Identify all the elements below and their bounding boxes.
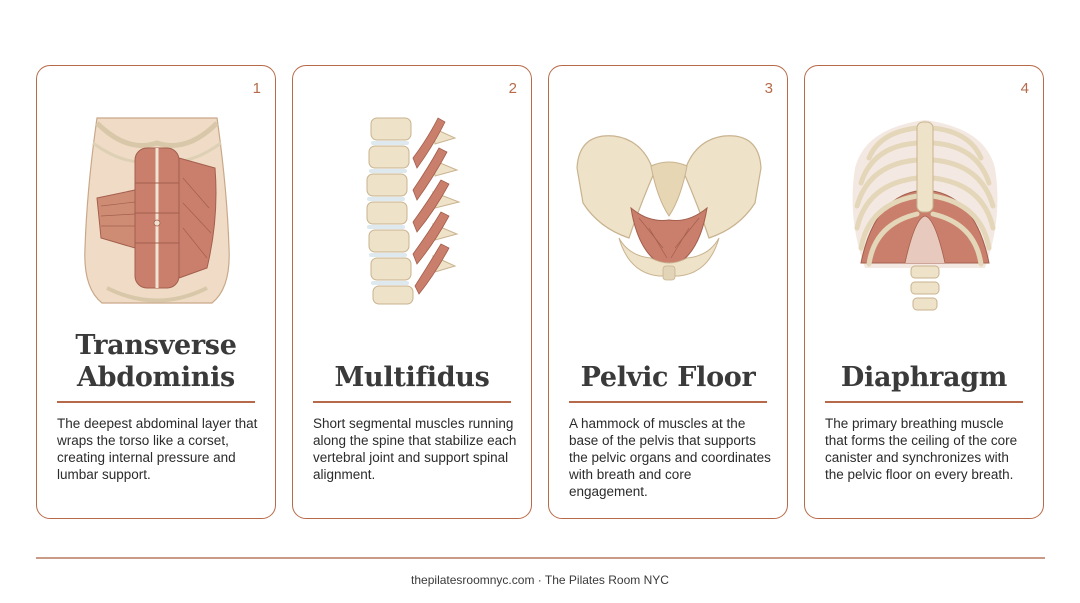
card-title: Multifidus: [303, 328, 521, 394]
multifidus-illustration: [313, 98, 513, 318]
card-description: The primary breathing muscle that forms …: [825, 416, 1018, 482]
card-description: Short segmental muscles running along th…: [313, 416, 517, 482]
card-number: 4: [1020, 80, 1029, 97]
card-pelvic-floor: 3 Pelvic Floor: [548, 65, 788, 519]
card-title: Diaphragm: [815, 328, 1033, 394]
card-transverse-abdominis: 1: [36, 65, 276, 519]
card-number: 1: [252, 80, 261, 97]
card-number: 3: [764, 80, 773, 97]
card-multifidus: 2: [292, 65, 532, 519]
card-diaphragm: 4: [804, 65, 1044, 519]
card-title-line1: Transverse: [75, 330, 237, 361]
card-title-line2: Abdominis: [77, 362, 235, 393]
card-grid: 1: [36, 65, 1045, 519]
transverse-abdominis-illustration: [57, 98, 257, 318]
card-title-line1: Multifidus: [334, 362, 490, 393]
card-divider: [825, 401, 1023, 403]
card-number: 2: [508, 80, 517, 97]
card-divider: [57, 401, 255, 403]
card-title-line1: Diaphragm: [840, 362, 1008, 393]
card-description: A hammock of muscles at the base of the …: [569, 416, 771, 499]
card-title: Pelvic Floor: [559, 328, 777, 394]
card-divider: [313, 401, 511, 403]
card-title: Transverse Abdominis: [47, 328, 265, 394]
diaphragm-illustration: [825, 98, 1025, 318]
card-divider: [569, 401, 767, 403]
footer-divider: [36, 557, 1045, 559]
footer-credit: thepilatesroomnyc.com · The Pilates Room…: [411, 573, 669, 587]
pelvic-floor-illustration: [569, 98, 769, 318]
card-description: The deepest abdominal layer that wraps t…: [57, 416, 258, 482]
card-title-line1: Pelvic Floor: [580, 362, 756, 393]
